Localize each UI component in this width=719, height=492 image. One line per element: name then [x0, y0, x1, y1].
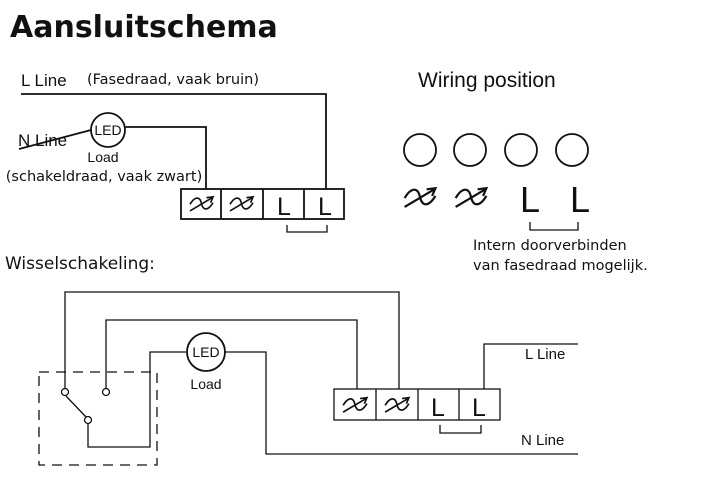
terminal-hole: [403, 133, 437, 167]
terminal-l-label: L: [318, 193, 332, 221]
terminal-l-label: L: [520, 179, 540, 220]
terminal-block: L L: [333, 388, 501, 422]
page-title: Aansluitschema: [10, 10, 278, 45]
load-label: Load: [87, 149, 118, 165]
traveller-wire-1: [64, 291, 400, 389]
l-line-note: (Fasedraad, vaak bruin): [87, 72, 259, 88]
terminal-l-label: L: [472, 394, 486, 422]
bridge-note-line1: Intern doorverbinden: [473, 238, 627, 254]
led-load-circle: [90, 112, 126, 148]
switch-common-wire: [87, 351, 186, 448]
n-line-wire: [18, 129, 92, 150]
two-way-switch-symbol-icon: [403, 187, 437, 208]
terminal-l-label: L: [277, 193, 291, 221]
two-way-switch-diagram: LED Load N Line L Line L L: [38, 291, 578, 466]
switch-wire-note: (schakeldraad, vaak zwart): [6, 169, 202, 185]
wiring-position-panel: Wiring position L L Intern doorverbinden…: [403, 69, 648, 274]
l-bridge-bracket: [286, 225, 328, 233]
switch-contact: [60, 387, 70, 397]
bridge-note-line2: van fasedraad mogelijk.: [473, 258, 648, 274]
l-line-label: L Line: [525, 346, 565, 363]
two-way-switch-symbol-icon: [342, 396, 368, 413]
switch-wire: [125, 126, 207, 189]
single-switch-diagram: L Line (Fasedraad, vaak bruin) N Line LE…: [6, 71, 345, 233]
n-line-label: N Line: [521, 432, 564, 449]
led-label: LED: [192, 344, 219, 360]
terminal-hole: [453, 133, 487, 167]
two-way-switch-symbol-icon: [384, 396, 410, 413]
wiring-position-heading: Wiring position: [418, 69, 556, 92]
two-way-switch-symbol-icon: [454, 187, 488, 208]
two-way-switch-symbol-icon: [229, 196, 254, 212]
led-label: LED: [94, 122, 121, 138]
l-line-label: L Line: [21, 71, 67, 90]
terminal-block: L L: [180, 188, 345, 221]
terminal-hole: [555, 133, 589, 167]
l-bridge-bracket: [529, 222, 579, 231]
terminal-l-label: L: [570, 179, 590, 220]
traveller-wire-2: [105, 319, 358, 389]
terminal-l-label: L: [431, 394, 445, 422]
switch-contact: [101, 387, 111, 397]
n-line-wire: [225, 351, 578, 455]
l-line-wire: [483, 343, 578, 389]
switch-lever: [65, 395, 87, 418]
two-way-heading: Wisselschakeling:: [5, 254, 155, 274]
load-label: Load: [190, 376, 221, 392]
l-line-wire: [21, 93, 327, 189]
l-bridge-bracket: [439, 425, 482, 434]
two-way-switch-symbol-icon: [189, 196, 214, 212]
switch-housing: [38, 371, 158, 466]
terminal-hole: [504, 133, 538, 167]
switch-contact: [83, 415, 93, 425]
